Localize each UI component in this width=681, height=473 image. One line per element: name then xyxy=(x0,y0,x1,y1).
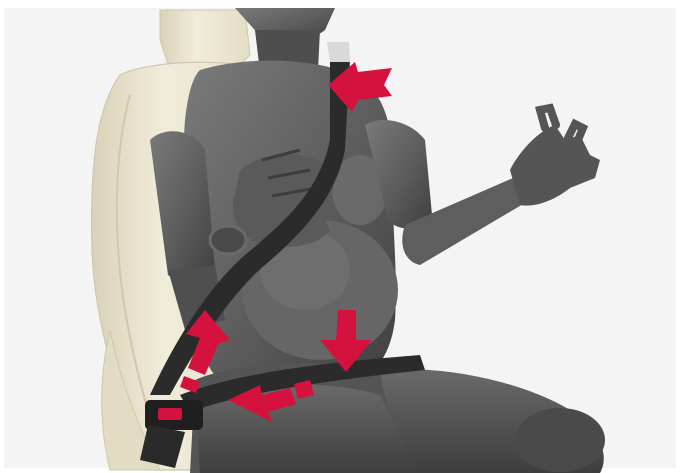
buckle-button xyxy=(158,408,182,420)
